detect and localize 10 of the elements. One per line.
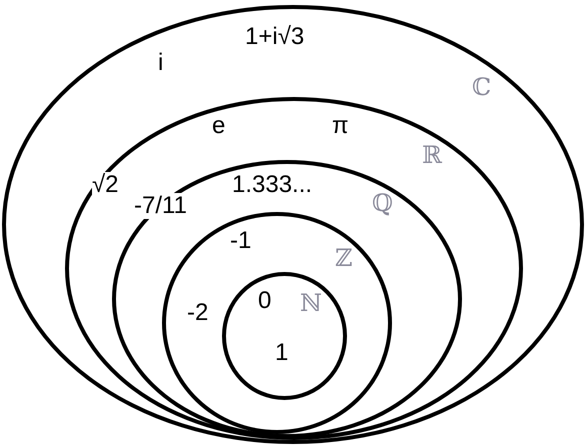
set-ellipse bbox=[65, 97, 523, 440]
set-symbol: ℝ bbox=[422, 142, 442, 168]
set-symbol: ℤ bbox=[335, 245, 353, 271]
number-label: √2 bbox=[92, 172, 119, 198]
number-label: -7/11 bbox=[134, 193, 187, 219]
set-symbol: ℕ bbox=[300, 290, 322, 316]
set-symbol: ℂ bbox=[472, 74, 492, 100]
set-ellipse bbox=[2, 5, 584, 444]
set-symbol: ℚ bbox=[372, 190, 393, 216]
set-ellipse bbox=[222, 272, 347, 400]
